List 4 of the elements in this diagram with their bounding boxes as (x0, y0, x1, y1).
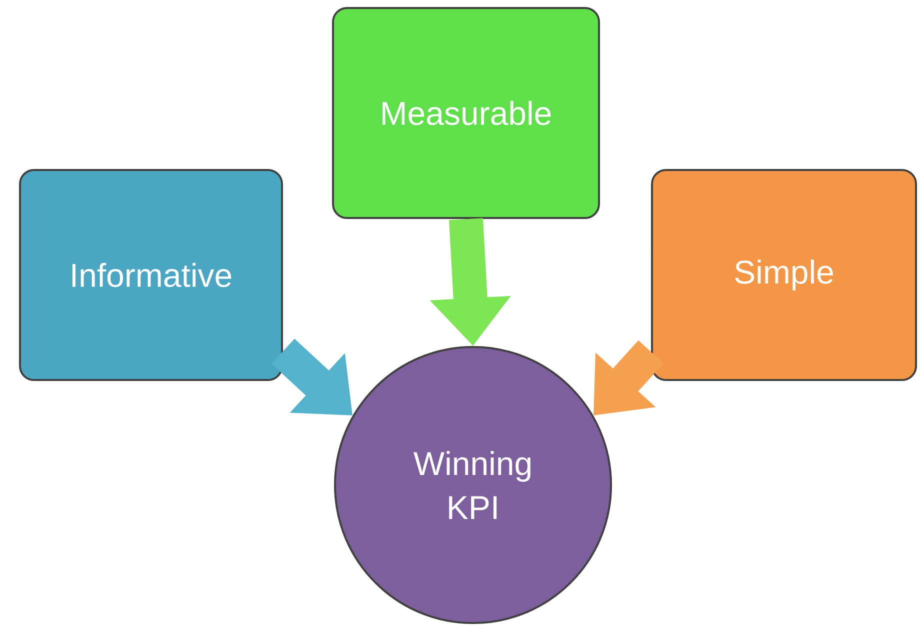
rounded-box: Informative (19, 169, 283, 381)
circle-node: Winning KPI (334, 346, 612, 624)
rounded-box: Measurable (332, 7, 600, 219)
rounded-box: Simple (651, 169, 917, 381)
